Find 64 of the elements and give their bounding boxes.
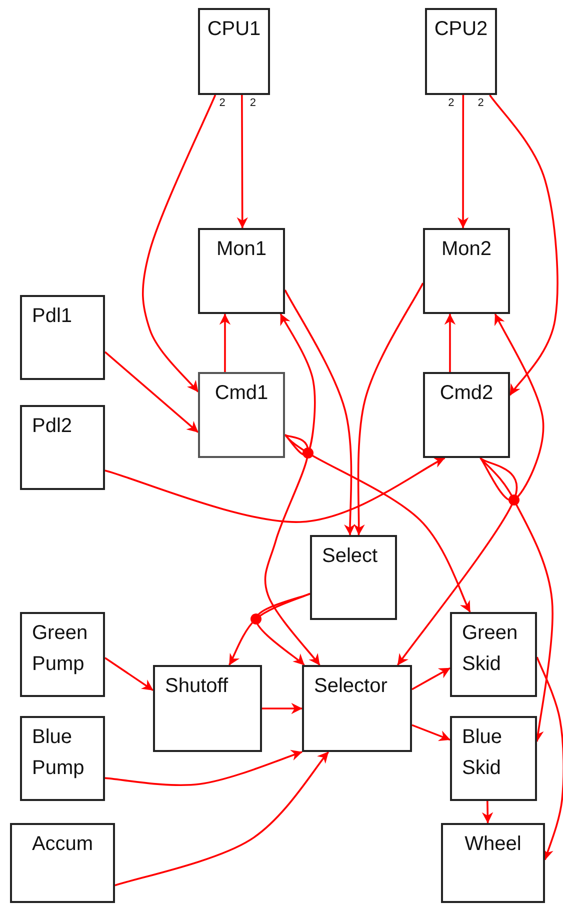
arrow	[104, 457, 446, 523]
node-label: Pdl2	[31, 414, 74, 439]
node-label: Mon2	[440, 237, 493, 262]
arrow	[353, 282, 424, 536]
arrow	[396, 457, 518, 666]
edge-label: 2	[448, 97, 454, 109]
process-box	[153, 665, 262, 752]
process-box	[20, 295, 105, 380]
node-label: Selector	[313, 674, 388, 699]
arrow	[104, 351, 199, 433]
process-box	[423, 228, 510, 314]
process-box	[10, 823, 115, 903]
arrow	[444, 314, 456, 372]
node-label: Green Pump	[31, 621, 89, 677]
arrow	[536, 656, 563, 860]
node-label: Wheel	[464, 832, 522, 857]
process-box	[302, 665, 412, 752]
node-label: Cmd2	[438, 381, 494, 406]
process-box	[441, 823, 545, 903]
process-box	[198, 8, 270, 95]
process-box	[310, 535, 397, 620]
process-box	[198, 372, 285, 458]
process-box	[450, 716, 537, 801]
arrow	[262, 702, 302, 714]
arrow	[480, 314, 544, 502]
arrow	[228, 592, 310, 666]
node-label: Blue Pump	[31, 725, 86, 781]
arrow	[412, 724, 450, 742]
edge-label: 2	[250, 97, 256, 109]
arrow	[114, 751, 330, 886]
arrow	[482, 800, 494, 824]
arrow	[284, 434, 471, 612]
process-box	[450, 612, 537, 697]
node-label: Pdl1	[31, 304, 74, 329]
edge-label: 2	[219, 97, 226, 109]
arrow	[480, 457, 554, 742]
arrow	[489, 94, 558, 396]
arrow	[236, 95, 248, 228]
arrow	[412, 667, 450, 690]
node-label: Green Skid	[461, 621, 519, 677]
node-label: Mon1	[215, 237, 268, 262]
node-label: Select	[321, 544, 379, 569]
arrow	[264, 434, 320, 666]
process-box	[198, 228, 285, 314]
arrow	[104, 750, 302, 786]
arrow	[457, 95, 469, 228]
node-label: Cmd1	[214, 381, 270, 406]
arrow	[104, 657, 154, 691]
process-box	[20, 612, 105, 697]
node-label: Accum	[30, 832, 94, 857]
arrow	[255, 592, 310, 666]
node-label: CPU2	[433, 17, 489, 42]
arrow	[284, 290, 356, 536]
node-label: Shutoff	[164, 674, 230, 699]
node-label: Blue Skid	[461, 725, 504, 781]
arrow	[280, 314, 316, 456]
edge-label: 2	[478, 97, 484, 109]
node-label: CPU1	[206, 17, 262, 42]
arrow	[219, 314, 231, 372]
arrow	[142, 94, 216, 392]
process-box	[423, 372, 510, 458]
process-box	[425, 8, 497, 95]
process-box	[20, 405, 105, 490]
process-box	[20, 716, 105, 801]
